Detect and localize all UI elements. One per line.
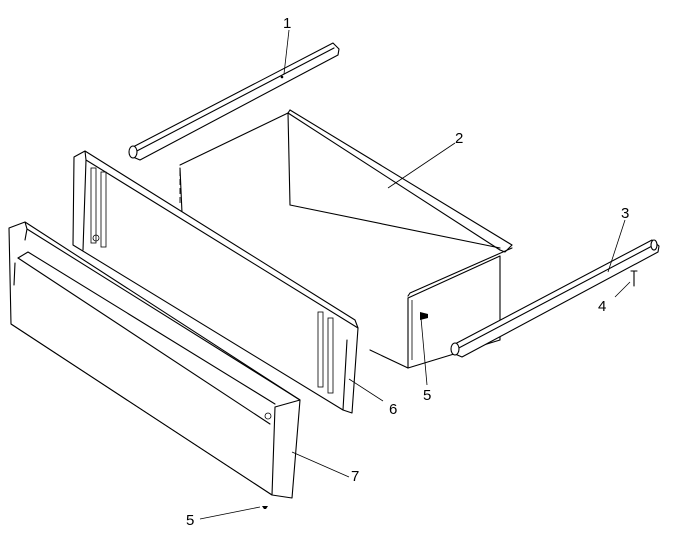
part-1-left-slide-rail <box>128 42 340 161</box>
callout-3: 3 <box>621 205 629 222</box>
callout-1: 1 <box>283 15 291 32</box>
leader-lines <box>199 29 631 520</box>
part-6-inner-front-panel <box>72 150 359 414</box>
part-3-right-slide-rail <box>450 239 660 358</box>
callout-5-box: 5 <box>423 387 431 404</box>
part-7-outer-drawer-front <box>8 221 301 499</box>
callout-6: 6 <box>389 401 397 418</box>
part-4-screw <box>630 270 638 287</box>
part-5-screw <box>262 506 268 509</box>
callout-4: 4 <box>598 298 606 315</box>
callout-5-bottom: 5 <box>186 512 194 529</box>
callout-7: 7 <box>351 468 359 485</box>
callout-2: 2 <box>455 130 463 147</box>
